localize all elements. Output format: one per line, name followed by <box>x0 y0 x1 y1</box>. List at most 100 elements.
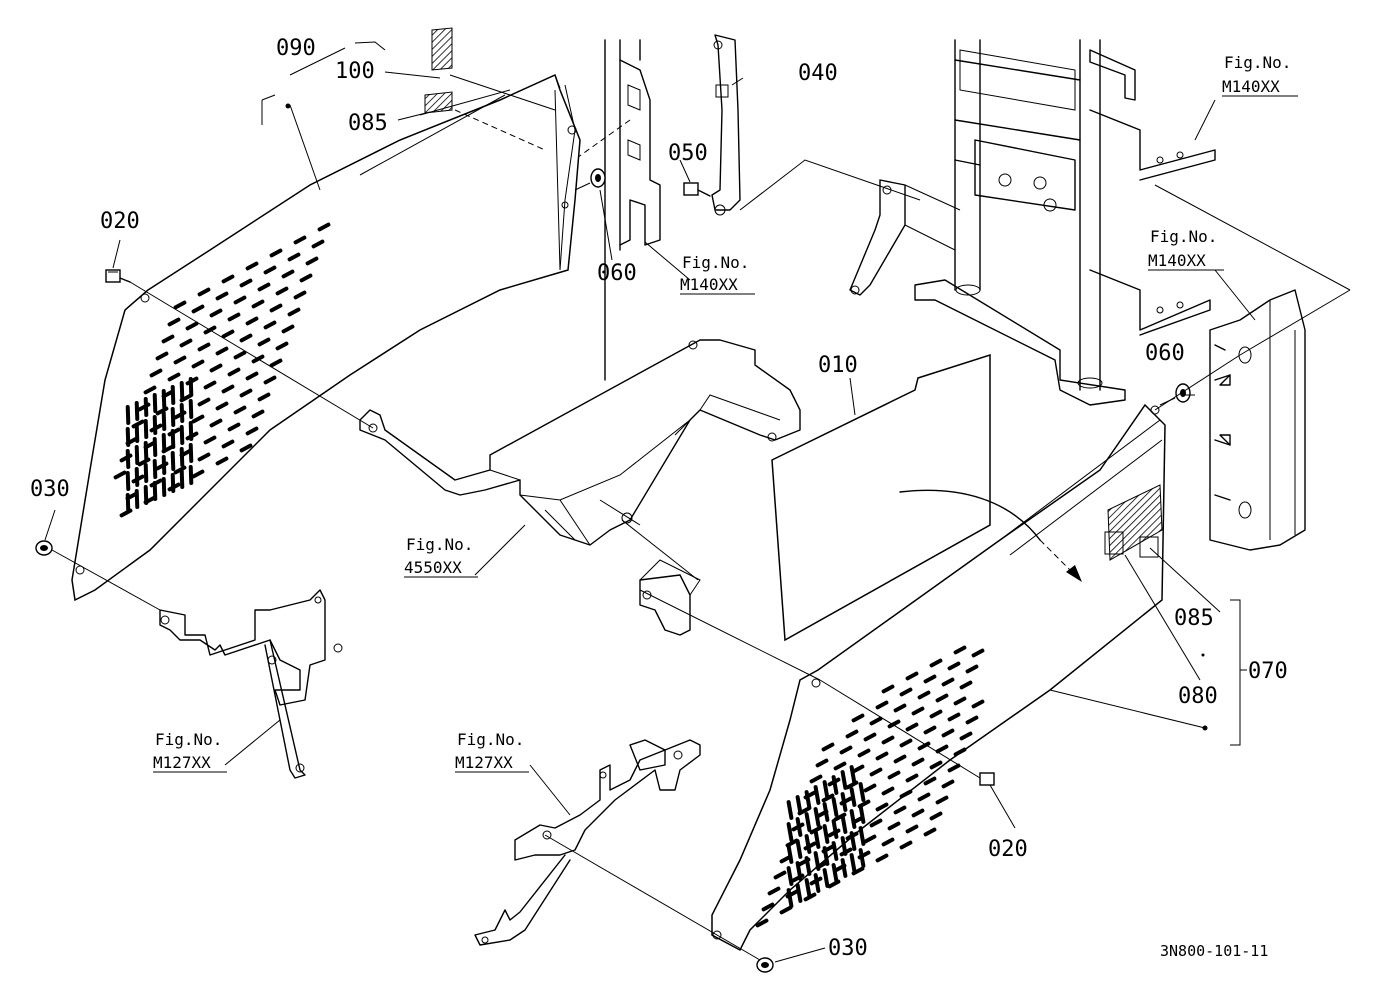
vent-slot <box>917 741 931 751</box>
vent-slot <box>917 690 931 700</box>
vent-slot <box>245 371 259 381</box>
vent-slot <box>887 719 901 729</box>
vent-slot <box>134 489 140 509</box>
vent-slot <box>125 427 131 447</box>
vent-slot <box>815 758 829 768</box>
center-subframe <box>359 339 801 636</box>
vent-slot <box>281 269 295 279</box>
label-030-bottom: 030 <box>828 936 868 961</box>
vent-slot <box>134 467 140 487</box>
vent-slot <box>923 776 937 786</box>
vent-slot <box>809 774 823 784</box>
vent-slot <box>893 805 907 815</box>
fig-ref-m127-left: M127XX <box>153 753 211 772</box>
vent-slot <box>191 414 205 424</box>
vent-slot <box>155 351 169 361</box>
label-060-right: 060 <box>1145 341 1185 366</box>
vent-slot <box>152 459 158 479</box>
vent-slot <box>185 321 199 331</box>
vent-slot <box>179 425 185 445</box>
vent-slot <box>239 388 253 398</box>
vent-slot <box>167 317 181 327</box>
vent-slot <box>188 443 194 463</box>
vent-slot <box>245 316 259 326</box>
vent-slot <box>849 831 857 851</box>
vent-slot <box>191 359 205 369</box>
vent-slot <box>209 363 223 373</box>
vent-slot <box>113 470 127 480</box>
vent-slot <box>191 469 205 479</box>
vent-slot <box>245 261 259 271</box>
vent-slot <box>179 447 185 467</box>
vent-slot <box>767 886 781 896</box>
vent-slot <box>822 802 830 822</box>
nut-030-left <box>35 540 53 556</box>
bolt-020-bottom <box>979 772 995 786</box>
vent-slot <box>170 473 176 493</box>
vent-slot <box>293 235 307 245</box>
drawing-code: 3N800-101-11 <box>1160 942 1268 960</box>
side-cover-left-090 <box>71 27 581 602</box>
vent-slot <box>755 918 769 928</box>
vent-slot <box>959 731 973 741</box>
vent-slot <box>899 687 913 697</box>
label-070: 070 <box>1248 659 1288 684</box>
vent-slot <box>227 367 241 377</box>
vent-slot <box>221 384 235 394</box>
vent-slot <box>269 248 283 258</box>
vent-slot <box>245 426 259 436</box>
vent-slot <box>849 765 857 785</box>
vent-slot <box>822 780 830 800</box>
vent-slot <box>170 451 176 471</box>
vent-slot <box>167 372 181 382</box>
vent-slot <box>887 821 901 831</box>
vent-slot <box>179 338 193 348</box>
vent-slot <box>923 725 937 735</box>
vent-slot <box>317 222 331 232</box>
vent-slot <box>869 716 883 726</box>
vent-slot <box>161 477 167 497</box>
vent-slot <box>917 792 931 802</box>
vent-slot <box>233 350 247 360</box>
vent-slot <box>170 429 176 449</box>
grommet-060-top <box>574 168 606 191</box>
label-060-top: 060 <box>597 261 637 286</box>
vent-slot <box>804 834 812 854</box>
center-column <box>559 39 661 381</box>
vent-slot <box>831 775 839 795</box>
vent-slot <box>134 401 140 421</box>
vent-slot <box>935 795 949 805</box>
vent-slot <box>275 341 289 351</box>
vent-slot <box>161 389 167 409</box>
vent-slot <box>143 463 149 483</box>
fig-word-m140-right: Fig.No. <box>1150 227 1217 246</box>
vent-slot <box>197 397 211 407</box>
vent-slot <box>971 699 985 709</box>
vent-slot <box>152 481 158 501</box>
vent-slot <box>899 840 913 850</box>
vent-slot <box>899 789 913 799</box>
vent-slot <box>971 648 985 658</box>
frame-structure-right <box>849 39 1216 406</box>
vent-slot <box>905 824 919 834</box>
vent-slot <box>941 779 955 789</box>
vent-slot <box>840 814 848 834</box>
vent-slot <box>911 808 925 818</box>
vent-slot <box>858 804 866 824</box>
vent-slot <box>899 738 913 748</box>
vent-slot <box>795 861 803 881</box>
vent-slot <box>311 239 325 249</box>
vent-slot <box>851 764 865 774</box>
vent-slot <box>233 295 247 305</box>
vent-slots-right <box>755 645 985 928</box>
vent-slot <box>786 844 794 864</box>
vent-slot <box>221 329 235 339</box>
vent-slot <box>161 334 175 344</box>
vent-slot <box>858 782 866 802</box>
vent-slot <box>813 873 821 893</box>
label-020-bottom: 020 <box>988 837 1028 862</box>
vent-slot <box>161 455 167 475</box>
vent-slot <box>923 827 937 837</box>
vent-slot <box>269 358 283 368</box>
